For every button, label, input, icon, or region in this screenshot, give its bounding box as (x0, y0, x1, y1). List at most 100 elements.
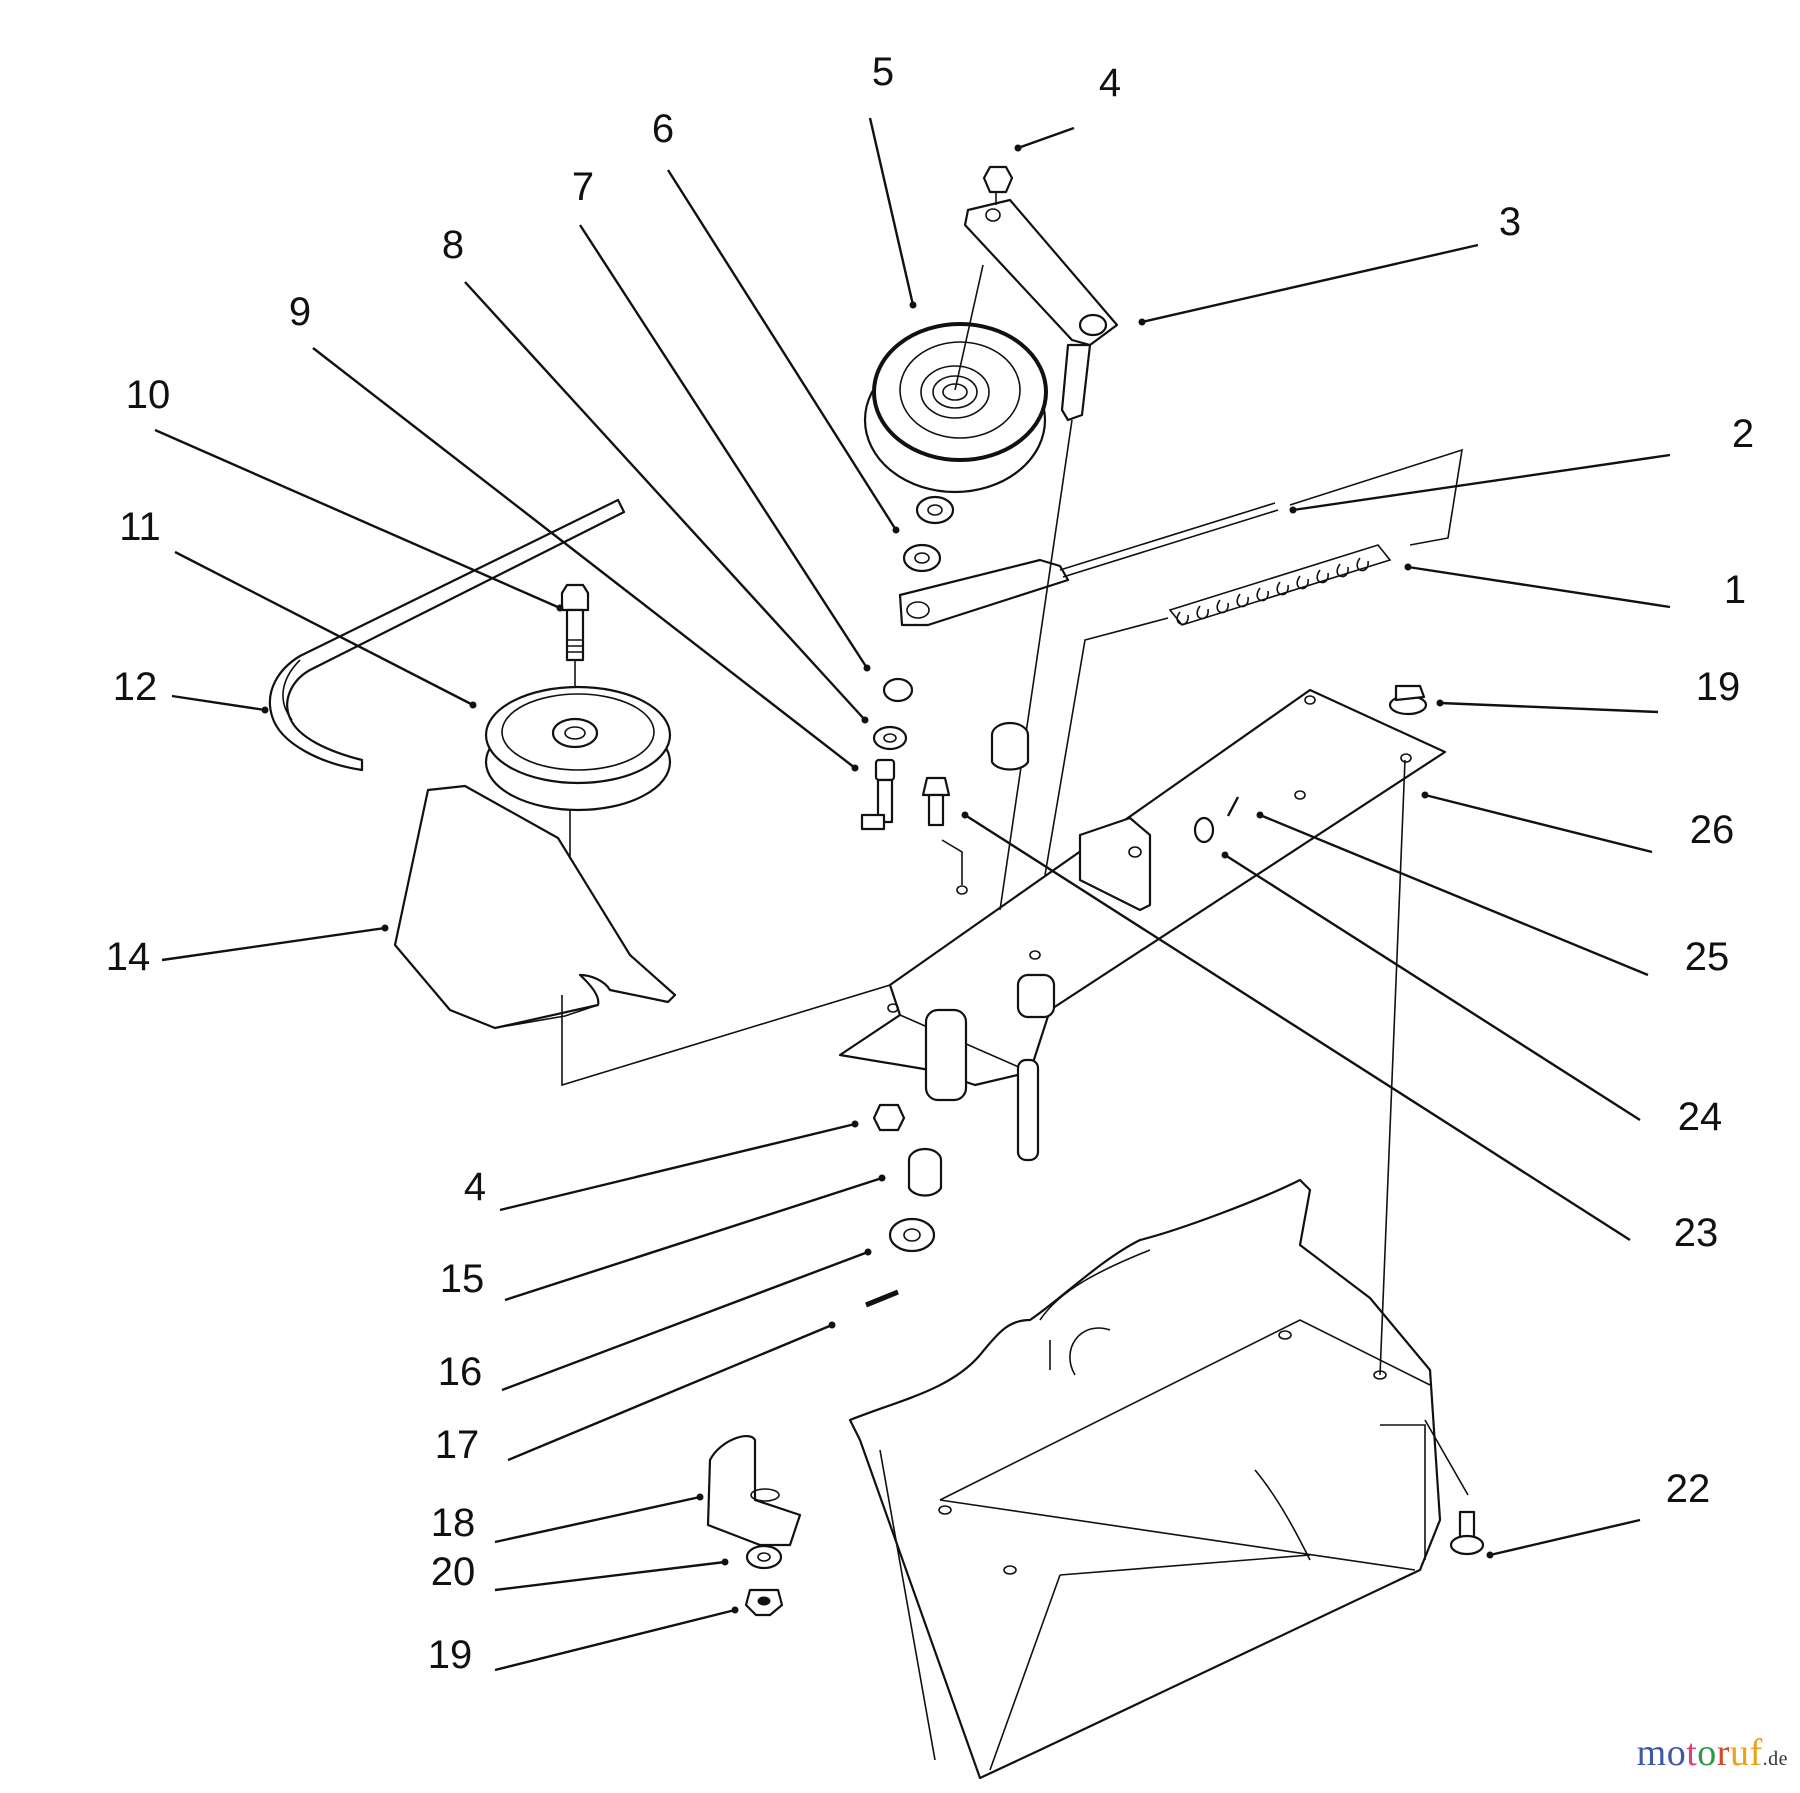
watermark-letter: u (1729, 1732, 1750, 1774)
callout-leader-c12 (171, 694, 266, 712)
callout-label-c10: 10 (126, 373, 171, 417)
callout-dot-c17 (828, 1321, 836, 1329)
callout-label-c19a: 19 (1696, 665, 1741, 709)
watermark-letter: r (1716, 1732, 1730, 1774)
watermark-logo: motoruf.de (1637, 1731, 1788, 1775)
callout-leader-c11 (174, 550, 474, 707)
part-5-pulley (863, 264, 1048, 494)
discharge-chute (848, 759, 1442, 1780)
callout-dot-c22 (1486, 1551, 1494, 1559)
callout-label-c7: 7 (572, 165, 594, 209)
callout-label-c9: 9 (289, 290, 311, 334)
bushing (990, 721, 1030, 771)
callout-leader-c23 (964, 813, 1631, 1242)
part-3-arm (963, 198, 1119, 911)
watermark-letter: o (1697, 1732, 1717, 1774)
part-1-spring (1044, 544, 1392, 876)
part-17-pin (865, 1289, 899, 1308)
part-25-pin (1226, 796, 1240, 817)
callout-dot-c15 (878, 1174, 886, 1182)
callout-dot-c26 (1421, 791, 1429, 799)
callout-leader-c16 (501, 1250, 869, 1392)
part-26-plate (838, 688, 1447, 1162)
part-19-nut-bottom (744, 1588, 784, 1617)
callout-dot-c16 (864, 1248, 872, 1256)
callout-label-c4b: 4 (464, 1165, 486, 1209)
part-11-pulley (484, 685, 672, 950)
part-16-washer (888, 1217, 936, 1253)
callout-dot-c2 (1289, 506, 1297, 514)
callout-leader-c17 (507, 1323, 833, 1462)
callout-dot-c4a (1014, 144, 1022, 152)
callout-leader-c4a (1017, 126, 1075, 150)
part-15-bushing (907, 1147, 943, 1197)
callout-dot-c11 (469, 701, 477, 709)
part-18-bracket (706, 1435, 802, 1547)
callout-label-c26: 26 (1690, 808, 1735, 852)
callout-leader-c19b (494, 1608, 736, 1672)
part-7-spacer (882, 677, 914, 703)
callout-label-c11: 11 (119, 505, 161, 549)
callout-leader-c26 (1424, 793, 1653, 854)
callout-dot-c12 (261, 706, 269, 714)
callout-label-c1: 1 (1724, 568, 1746, 612)
callout-label-c23: 23 (1674, 1211, 1719, 1255)
part-22-bolt (1424, 1419, 1485, 1556)
callout-leader-c24 (1224, 853, 1641, 1122)
callout-label-c18: 18 (431, 1501, 476, 1545)
callout-dot-c18 (696, 1493, 704, 1501)
part-23-bolt (921, 776, 963, 885)
callout-label-c3: 3 (1499, 200, 1521, 244)
callout-label-c17: 17 (435, 1423, 480, 1467)
callout-label-c24: 24 (1678, 1095, 1723, 1139)
watermark-letter: f (1749, 1732, 1763, 1774)
bracket (1078, 816, 1152, 912)
callout-dot-c3 (1138, 318, 1146, 326)
part-4-nut-top (982, 165, 1014, 205)
part-20-washer (745, 1544, 783, 1570)
callout-dot-c10 (556, 604, 564, 612)
part-12-belt (268, 498, 626, 772)
callout-dot-c4b (851, 1120, 859, 1128)
part-10-bolt (560, 583, 590, 715)
callout-label-c15: 15 (440, 1257, 485, 1301)
part-24-washer (1193, 816, 1215, 844)
callout-leader-c22 (1489, 1518, 1641, 1557)
part-4-nut-bottom (872, 1103, 906, 1132)
callout-leader-c4b (499, 1122, 856, 1212)
callout-leader-c6 (666, 169, 898, 531)
callout-leader-c14 (161, 926, 386, 962)
watermark-letter: m (1636, 1732, 1667, 1774)
part-14-shield (393, 784, 677, 1030)
callout-group: 1234567891011121441516171820191926252423… (106, 50, 1754, 1677)
callout-leader-c25 (1259, 813, 1649, 977)
callout-dot-c25 (1256, 811, 1264, 819)
callout-leader-c20 (494, 1560, 726, 1592)
assembly-line (561, 984, 891, 1087)
callout-dot-c20 (721, 1558, 729, 1566)
callout-label-c4a: 4 (1099, 61, 1121, 105)
callout-label-c2: 2 (1732, 412, 1754, 456)
callout-dot-c23 (961, 811, 969, 819)
watermark-letter: t (1686, 1732, 1698, 1774)
callout-leader-c15 (504, 1176, 883, 1302)
callout-dot-c19b (731, 1606, 739, 1614)
callout-dot-c8 (861, 716, 869, 724)
callout-dot-c19a (1436, 699, 1444, 707)
part-9-bolt (860, 758, 896, 831)
callout-leader-c7 (578, 224, 869, 669)
callout-leader-c9 (312, 347, 856, 769)
part-19-nut-top (1388, 684, 1428, 716)
callout-leader-c19a (1439, 701, 1659, 714)
part-8-washer (872, 725, 908, 751)
callout-label-c16: 16 (438, 1350, 483, 1394)
callout-dot-c14 (381, 924, 389, 932)
callout-dot-c9 (851, 764, 859, 772)
callout-dot-c24 (1221, 851, 1229, 859)
callout-leader-c8 (464, 281, 866, 721)
callout-dot-c6 (892, 526, 900, 534)
callout-leader-c2 (1292, 453, 1671, 512)
callout-dot-c7 (863, 664, 871, 672)
part-2-rod (898, 448, 1463, 627)
